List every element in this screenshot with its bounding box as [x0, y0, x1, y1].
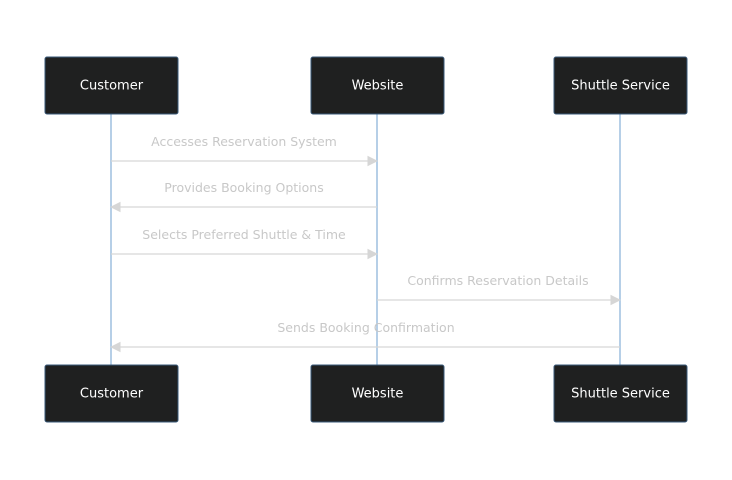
actor-shuttle-bottom: Shuttle Service [553, 364, 688, 423]
actor-website-bottom: Website [310, 364, 445, 423]
message-label: Confirms Reservation Details [407, 273, 588, 288]
message-label: Accesses Reservation System [151, 134, 337, 149]
message-4: Confirms Reservation Details [377, 273, 622, 306]
actor-label: Website [352, 79, 404, 94]
actor-shuttle-top: Shuttle Service [553, 56, 688, 115]
message-5: Sends Booking Confirmation [109, 320, 620, 353]
actor-label: Shuttle Service [571, 79, 670, 94]
message-label: Selects Preferred Shuttle & Time [142, 227, 346, 242]
actor-label: Shuttle Service [571, 387, 670, 402]
actor-customer-bottom: Customer [44, 364, 179, 423]
actor-label: Customer [80, 79, 144, 94]
actor-label: Customer [80, 387, 144, 402]
message-3: Selects Preferred Shuttle & Time [111, 227, 379, 260]
message-label: Provides Booking Options [164, 180, 323, 195]
message-label: Sends Booking Confirmation [277, 320, 454, 335]
message-1: Accesses Reservation System [111, 134, 379, 167]
message-2: Provides Booking Options [109, 180, 377, 213]
actor-customer-top: Customer [44, 56, 179, 115]
actor-website-top: Website [310, 56, 445, 115]
actor-label: Website [352, 387, 404, 402]
